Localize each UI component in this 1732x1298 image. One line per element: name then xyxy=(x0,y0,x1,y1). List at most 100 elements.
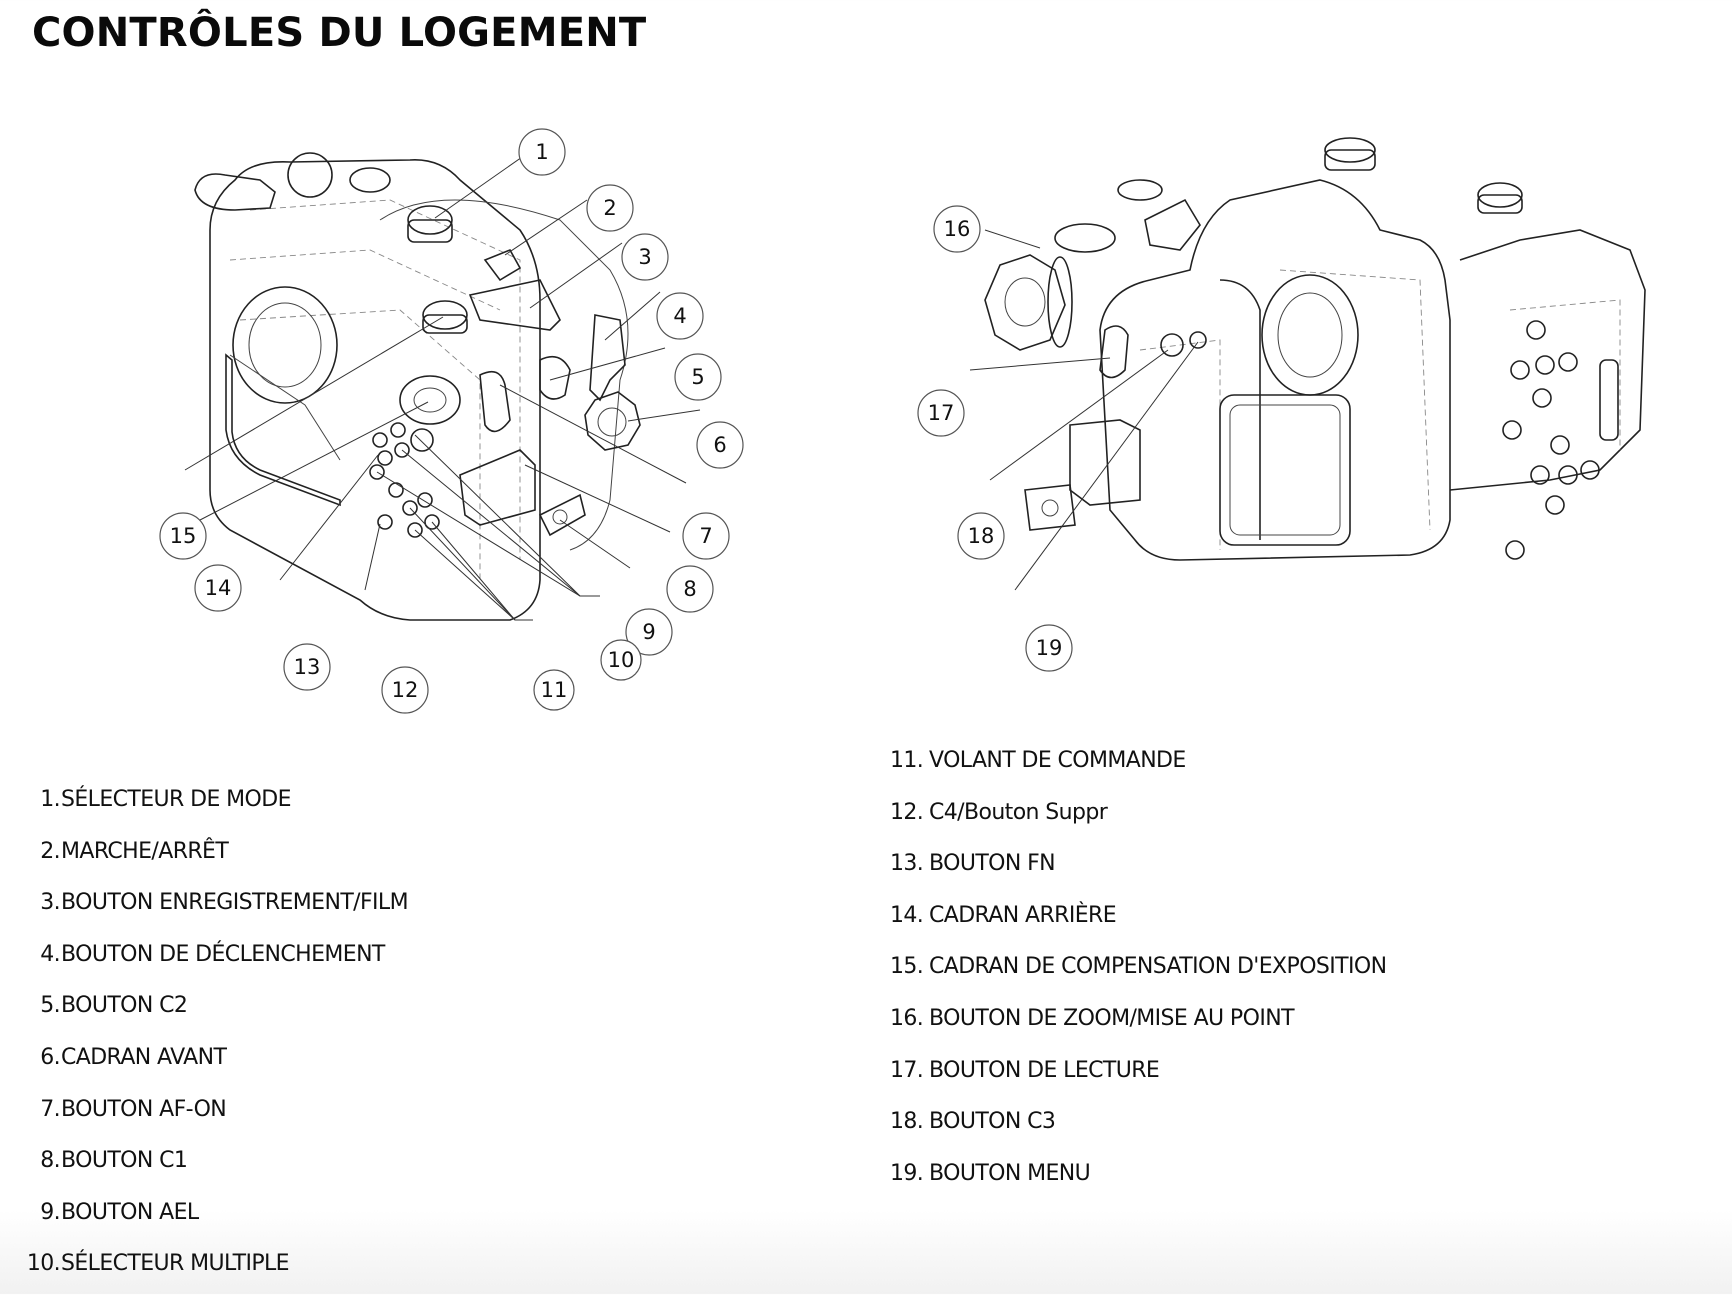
list-item: 11.VOLANT DE COMMANDE xyxy=(890,748,1186,773)
callout-17: 17 xyxy=(917,389,965,437)
leader-lines xyxy=(969,229,1199,591)
callout-circle xyxy=(933,205,981,253)
callout-number: 2 xyxy=(603,196,616,220)
callout-circle xyxy=(917,389,965,437)
callout-18: 18 xyxy=(957,512,1005,560)
callout-circle xyxy=(1025,624,1073,672)
callout-circle xyxy=(518,128,566,176)
callout-number: 1 xyxy=(535,140,548,164)
list-item: 15.CADRAN DE COMPENSATION D'EXPOSITION xyxy=(890,954,1387,980)
callout-15: 15 xyxy=(159,512,207,560)
control-label: C4/Bouton Suppr xyxy=(929,799,1108,825)
control-label: CADRAN AVANT xyxy=(61,1044,227,1070)
list-item: 14.CADRAN ARRIÈRE xyxy=(890,902,1117,928)
callout-14: 14 xyxy=(194,564,242,612)
callout-number: 9 xyxy=(642,620,655,644)
list-item: 2.MARCHE/ARRÊT xyxy=(40,838,229,864)
list-item: 1.SÉLECTEUR DE MODE xyxy=(40,787,291,812)
callout-circle xyxy=(656,292,704,340)
callout-number: 7 xyxy=(699,524,712,548)
callout-5: 5 xyxy=(674,353,722,401)
housing-back-drawing: 16 17 18 19 xyxy=(917,137,1646,672)
list-item: 3.BOUTON ENREGISTREMENT/FILM xyxy=(40,890,409,916)
control-label: SÉLECTEUR MULTIPLE xyxy=(61,1251,290,1277)
callout-circle xyxy=(381,666,429,714)
callout-6: 6 xyxy=(696,421,744,469)
callout-circle xyxy=(194,564,242,612)
controls-list-left: 1.SÉLECTEUR DE MODE 2.MARCHE/ARRÊT 3.BOU… xyxy=(0,782,409,1298)
page-title: CONTRÔLES DU LOGEMENT xyxy=(32,10,647,56)
control-label: BOUTON ENREGISTREMENT/FILM xyxy=(61,890,409,916)
list-item: 13.BOUTON FN xyxy=(890,851,1056,877)
control-label: BOUTON AF-ON xyxy=(61,1096,227,1122)
control-label: BOUTON DE LECTURE xyxy=(929,1057,1160,1083)
callout-1: 1 xyxy=(518,128,566,176)
callout-number: 5 xyxy=(691,365,704,389)
housing-body-outline xyxy=(984,137,1646,561)
control-label: CADRAN ARRIÈRE xyxy=(929,902,1117,928)
control-label: BOUTON DE DÉCLENCHEMENT xyxy=(61,941,385,967)
callout-13: 13 xyxy=(283,643,331,691)
list-item: 4.BOUTON DE DÉCLENCHEMENT xyxy=(40,941,385,967)
callout-8: 8 xyxy=(666,565,714,613)
list-item: 9.BOUTON AEL xyxy=(40,1199,199,1225)
housing-body-outline xyxy=(194,152,641,621)
callout-10: 10 xyxy=(600,639,642,681)
callout-number: 18 xyxy=(968,524,995,548)
control-label: BOUTON MENU xyxy=(929,1160,1091,1186)
list-item: 8.BOUTON C1 xyxy=(40,1148,188,1174)
control-label: BOUTON FN xyxy=(929,851,1056,877)
control-label: CADRAN DE COMPENSATION D'EXPOSITION xyxy=(929,954,1387,980)
callout-circle xyxy=(283,643,331,691)
control-label: VOLANT DE COMMANDE xyxy=(929,748,1186,773)
control-label: BOUTON C3 xyxy=(929,1109,1056,1135)
list-item: 12.C4/Bouton Suppr xyxy=(890,799,1108,825)
callout-number: 12 xyxy=(392,678,419,702)
callout-number: 4 xyxy=(673,304,686,328)
callout-number: 16 xyxy=(944,217,971,241)
housing-back-diagram: 16 17 18 19 xyxy=(900,130,1680,690)
callout-circle xyxy=(682,512,730,560)
leader-lines xyxy=(184,154,701,621)
list-item: 16.BOUTON DE ZOOM/MISE AU POINT xyxy=(890,1005,1295,1031)
list-item: 19.BOUTON MENU xyxy=(890,1160,1091,1186)
callout-circle xyxy=(674,353,722,401)
callout-3: 3 xyxy=(621,233,669,281)
callout-number: 8 xyxy=(683,577,696,601)
callout-number: 15 xyxy=(170,524,197,548)
control-label: BOUTON DE ZOOM/MISE AU POINT xyxy=(929,1005,1295,1031)
list-item: 10.SÉLECTEUR MULTIPLE xyxy=(26,1251,290,1277)
callout-circle xyxy=(600,639,642,681)
callout-number: 10 xyxy=(608,648,635,672)
callout-19: 19 xyxy=(1025,624,1073,672)
callout-circle xyxy=(666,565,714,613)
callout-number: 6 xyxy=(713,433,726,457)
callout-number: 19 xyxy=(1036,636,1063,660)
control-label: BOUTON C2 xyxy=(61,993,188,1019)
callout-circle xyxy=(533,669,575,711)
control-label: BOUTON AEL xyxy=(61,1199,199,1225)
control-label: MARCHE/ARRÊT xyxy=(61,838,229,864)
callout-circle xyxy=(696,421,744,469)
callout-number: 3 xyxy=(638,245,651,269)
callout-number: 13 xyxy=(294,655,321,679)
callout-number: 17 xyxy=(928,401,955,425)
callout-number: 14 xyxy=(205,576,232,600)
callout-7: 7 xyxy=(682,512,730,560)
callout-circle xyxy=(625,608,673,656)
callout-2: 2 xyxy=(586,184,634,232)
callout-circle xyxy=(957,512,1005,560)
callout-12: 12 xyxy=(381,666,429,714)
list-item: 17.BOUTON DE LECTURE xyxy=(890,1057,1160,1083)
list-item: 6.CADRAN AVANT xyxy=(40,1044,227,1070)
callout-11: 11 xyxy=(533,669,575,711)
callout-circle xyxy=(586,184,634,232)
callout-circle xyxy=(159,512,207,560)
callout-circle xyxy=(621,233,669,281)
controls-list-right: 11.VOLANT DE COMMANDE 12.C4/Bouton Suppr… xyxy=(870,743,1387,1207)
control-label: BOUTON C1 xyxy=(61,1148,188,1174)
list-item: 18.BOUTON C3 xyxy=(890,1109,1056,1135)
control-label: SÉLECTEUR DE MODE xyxy=(61,787,291,812)
